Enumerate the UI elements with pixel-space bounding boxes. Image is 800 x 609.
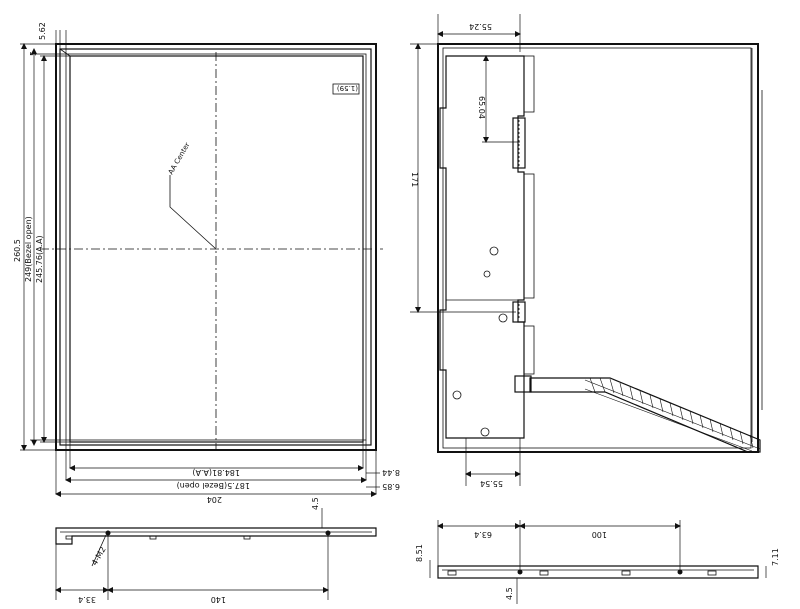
- dim-100: 100: [592, 530, 607, 539]
- aa-center-label: AA Center: [167, 141, 192, 176]
- dim-184-81: 184.81(A.A): [192, 468, 240, 477]
- dim-260-5: 260.5: [13, 239, 22, 262]
- back-hole-1: [489, 246, 499, 256]
- dim-8-51: 8.51: [415, 544, 424, 562]
- bl-slot-1: [65, 535, 73, 540]
- bottom-left-side-view: 4.5 4-M2 140 33.4: [55, 497, 377, 604]
- back-pcb-board: [439, 55, 525, 439]
- dim-6-85: 6.85: [382, 482, 400, 491]
- dim-245-76: 245.76(A.A): [35, 235, 44, 283]
- br-slot-4: [707, 570, 717, 576]
- aa-center-leader: [169, 175, 217, 250]
- back-hole-5: [480, 427, 490, 437]
- back-flex-cable-hatch: [584, 377, 761, 452]
- back-hole-2: [483, 270, 491, 278]
- back-hole-3: [498, 313, 508, 323]
- bl-screw-1: [105, 530, 111, 536]
- dim-187-5: 187.5(Bezel open): [177, 481, 250, 490]
- dim-5-62: 5.62: [38, 22, 47, 40]
- dim-249-bezel: 249(Bezel open): [24, 216, 33, 282]
- back-pcb-right-strip-b: [523, 173, 535, 299]
- bl-screw-2: [325, 530, 331, 536]
- dim-65-04: 65.04: [477, 96, 486, 119]
- br-profile: [437, 565, 759, 579]
- br-slot-2: [539, 570, 549, 576]
- dim-5: 5: [29, 51, 38, 56]
- dim-8-44: 8.44: [382, 468, 400, 477]
- dim-7-11: 7.11: [771, 548, 780, 566]
- back-flex-cable: [529, 377, 761, 453]
- back-connector-top: [512, 117, 526, 169]
- back-connector-low: [514, 375, 532, 393]
- br-slot-3: [621, 570, 631, 576]
- bottom-right-side-view: 63.4 100 8.51 7.11 4.5: [415, 520, 780, 604]
- bl-slot-3: [243, 535, 251, 540]
- dim-br-4-5: 4.5: [505, 587, 514, 600]
- dim-1-59-box: [332, 83, 360, 95]
- front-bezel-frame: [59, 48, 372, 446]
- back-hole-4: [452, 390, 462, 400]
- dim-bl-4-5: 4.5: [311, 497, 320, 510]
- dim-4-m2: 4-M2: [90, 545, 108, 567]
- dim-171: 171: [410, 172, 419, 187]
- dim-33-4: 33.4: [78, 595, 96, 604]
- back-pcb-right-strip-c: [523, 325, 535, 375]
- dim-1-59: (1.59): [337, 84, 358, 92]
- dim-4-m2-leader: [91, 534, 107, 567]
- front-view: AA Center (1.59) 260.5 249(Bezel open) 2…: [13, 22, 400, 504]
- back-outer-frame: [437, 43, 759, 453]
- back-inner-frame: [442, 47, 752, 449]
- back-view: 55.24 65.04 171 55.54: [410, 14, 763, 488]
- back-pcb-right-strip-a: [523, 55, 535, 113]
- bl-slot-2: [149, 535, 157, 540]
- dim-55-24: 55.24: [469, 22, 492, 31]
- front-corner-marks: [59, 48, 71, 57]
- dim-63-4: 63.4: [474, 530, 492, 539]
- dim-204: 204: [207, 495, 222, 504]
- br-slot-1: [447, 570, 457, 576]
- dim-55-54: 55.54: [480, 479, 503, 488]
- dim-140: 140: [211, 595, 226, 604]
